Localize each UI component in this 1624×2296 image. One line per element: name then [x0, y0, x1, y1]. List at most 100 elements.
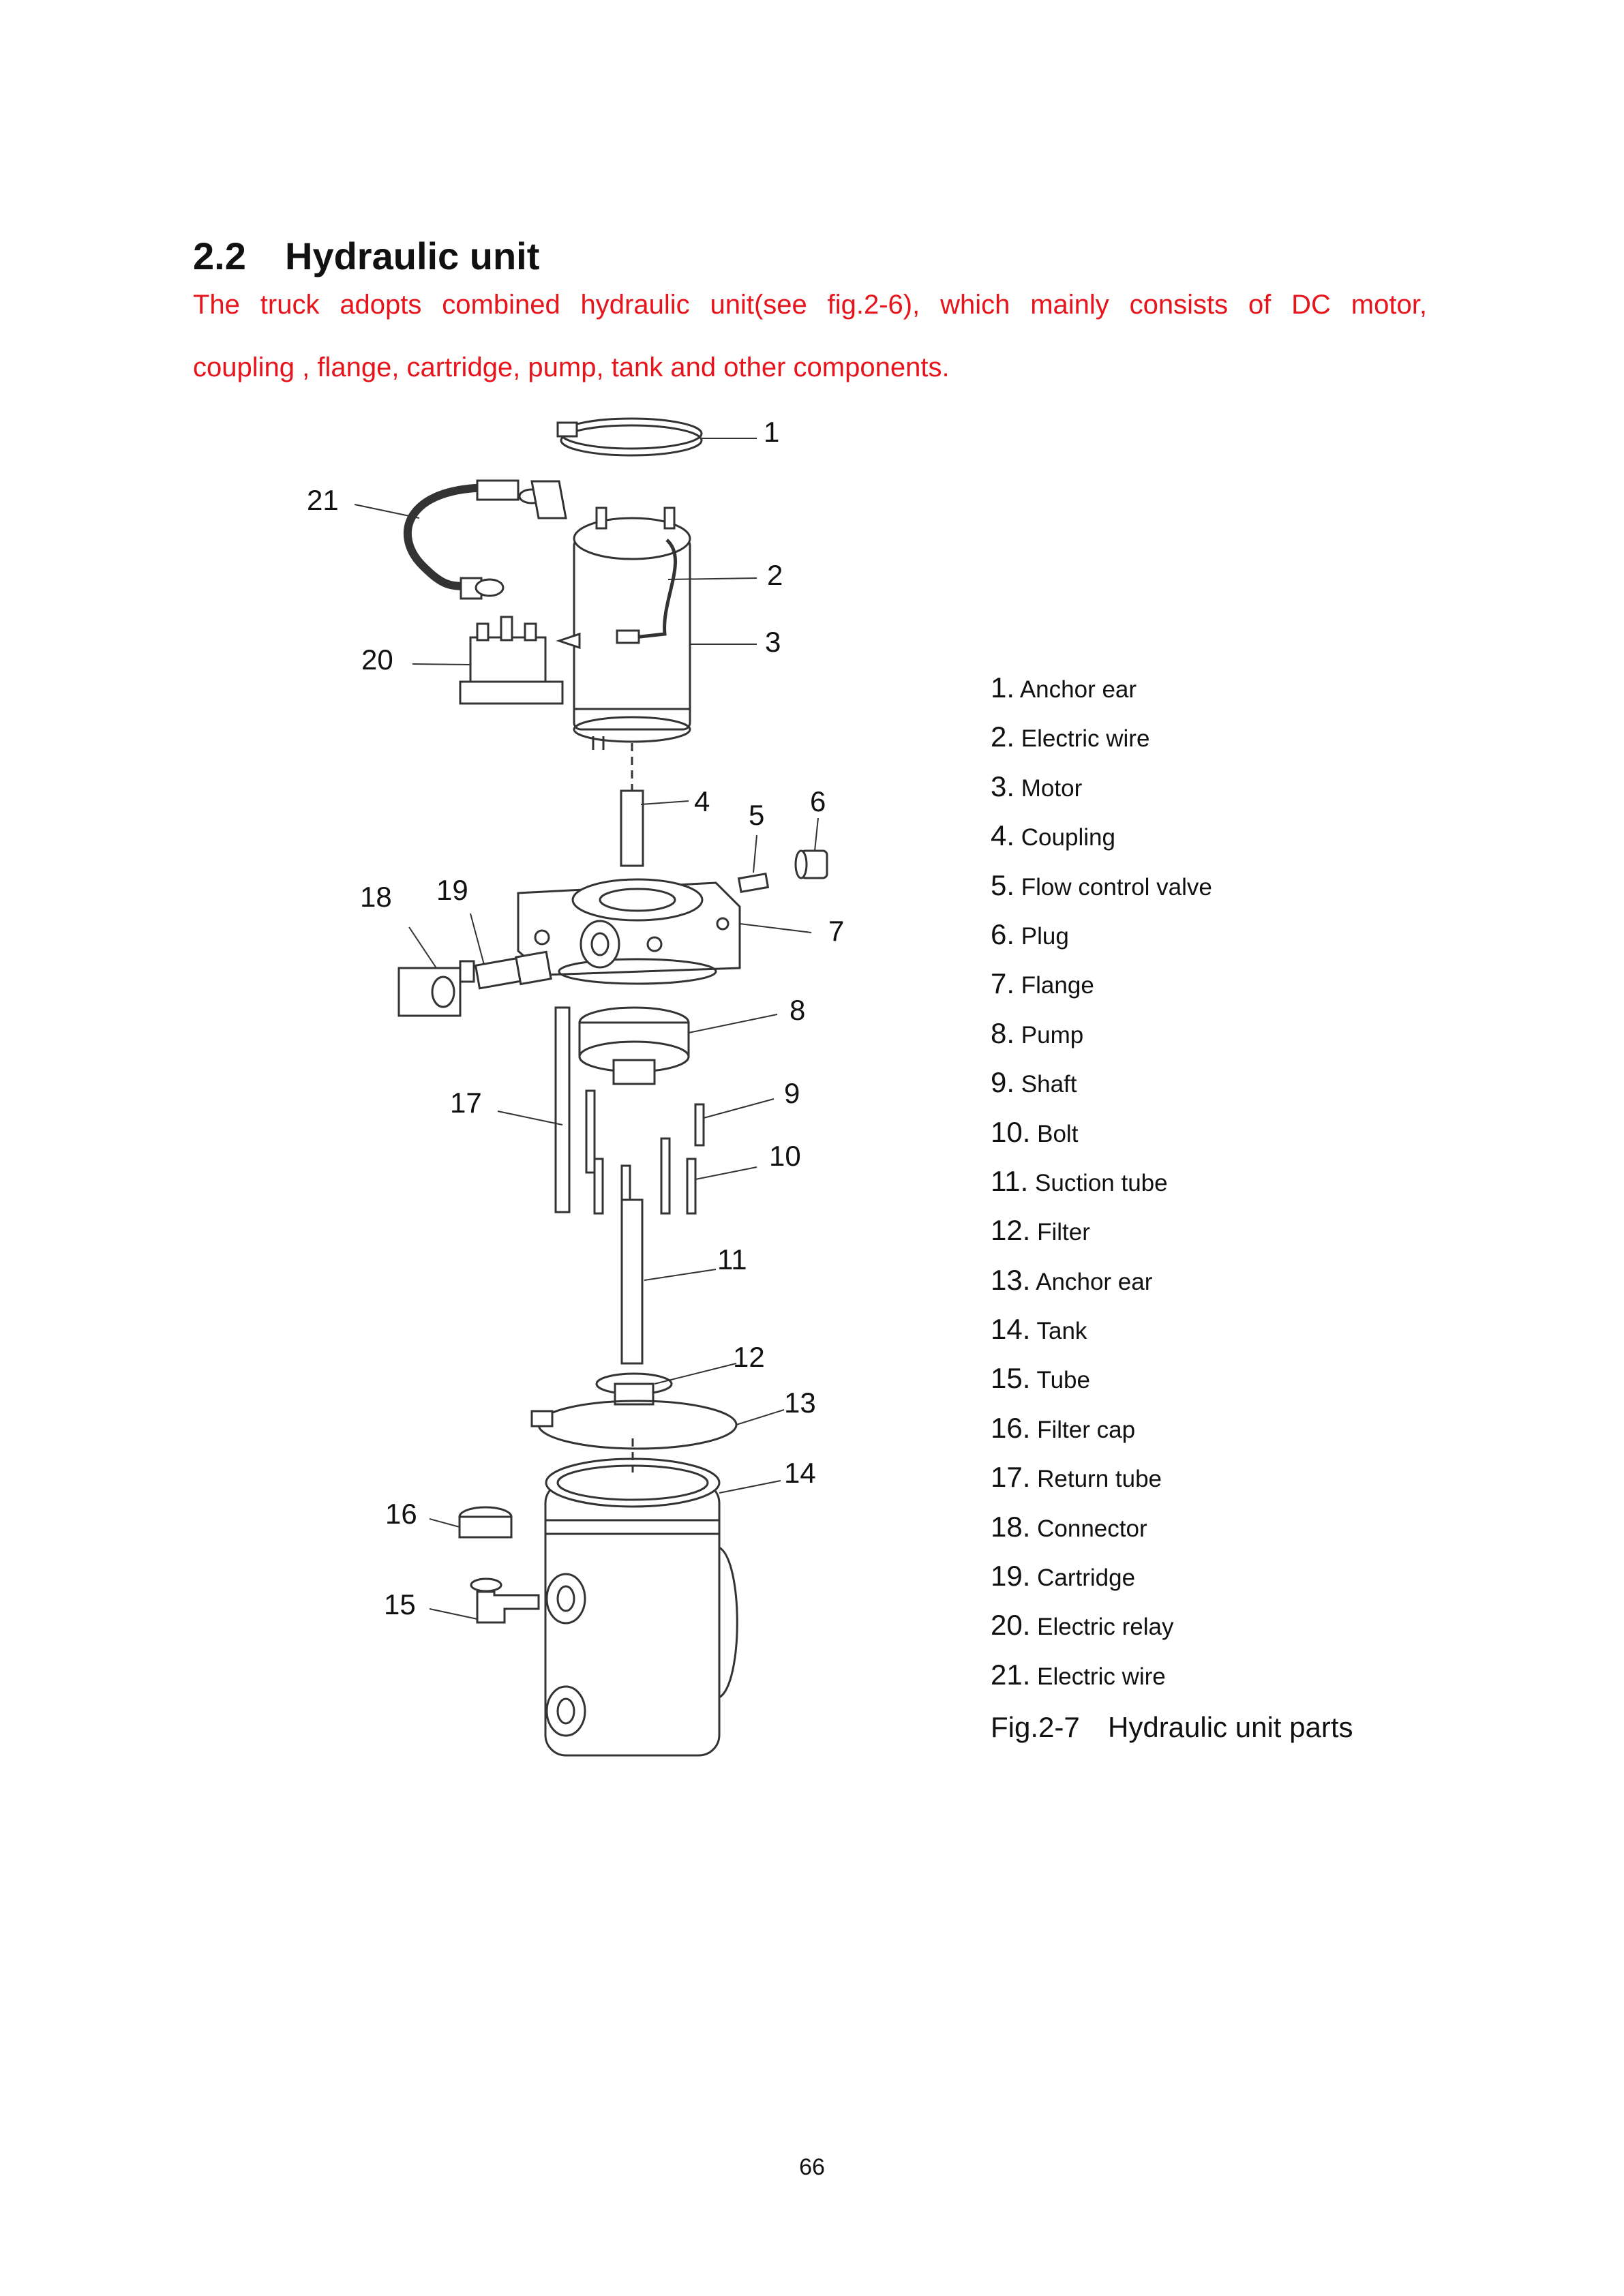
callout-5: 5	[749, 799, 764, 831]
callout-9: 9	[784, 1077, 800, 1109]
part-item: 21. Electric wire	[991, 1658, 1212, 1710]
connector	[397, 960, 475, 1017]
part-item: 2. Electric wire	[991, 723, 1212, 772]
callout-4: 4	[694, 785, 710, 817]
part-name: Flange	[1021, 972, 1094, 999]
part-name: Motor	[1021, 774, 1083, 802]
intro-word: adopts	[340, 290, 422, 320]
part-item: 8. Pump	[991, 1016, 1212, 1068]
callout-7: 7	[828, 915, 844, 947]
part-item: 11. Suction tube	[991, 1166, 1212, 1216]
intro-word: combined	[442, 290, 560, 320]
filter	[595, 1372, 673, 1406]
part-number: 4.	[991, 819, 1015, 852]
part-number: 16.	[991, 1411, 1031, 1444]
part-name: Pump	[1021, 1021, 1084, 1048]
part-name: Filter cap	[1037, 1416, 1136, 1443]
intro-word: mainly	[1030, 290, 1109, 320]
part-name: Shaft	[1021, 1071, 1077, 1098]
coupling	[620, 789, 644, 867]
part-name: Suction tube	[1035, 1169, 1168, 1196]
part-number: 12.	[991, 1214, 1031, 1247]
callout-3: 3	[765, 626, 781, 658]
callout-1: 1	[764, 416, 779, 448]
cartridge	[474, 950, 552, 990]
callout-12: 12	[733, 1341, 765, 1373]
intro-word: which	[940, 290, 1010, 320]
anchor-ear-lower	[530, 1400, 738, 1450]
part-item: 19. Cartridge	[991, 1562, 1212, 1611]
part-number: 21.	[991, 1658, 1031, 1691]
figure-number: Fig.2-7	[991, 1711, 1080, 1743]
page-number: 66	[799, 2154, 825, 2180]
elbow-tube	[470, 1577, 540, 1624]
part-item: 18. Connector	[991, 1512, 1212, 1562]
part-number: 19.	[991, 1560, 1031, 1592]
part-item: 16. Filter cap	[991, 1411, 1212, 1463]
part-name: Tube	[1036, 1367, 1090, 1394]
intro-word: DC	[1291, 290, 1331, 320]
flange	[517, 878, 741, 985]
part-item: 7. Flange	[991, 969, 1212, 1018]
part-name: Plug	[1021, 922, 1069, 950]
intro-word: of	[1248, 290, 1272, 320]
callout-11: 11	[717, 1243, 747, 1275]
part-number: 20.	[991, 1609, 1031, 1642]
part-number: 14.	[991, 1313, 1031, 1346]
part-name: Bolt	[1037, 1120, 1079, 1147]
callout-21: 21	[307, 484, 339, 516]
part-name: Electric wire	[1037, 1663, 1166, 1690]
part-number: 6.	[991, 918, 1015, 950]
part-number: 15.	[991, 1362, 1031, 1395]
section-number: 2.2	[193, 234, 246, 277]
bolts	[585, 1089, 705, 1222]
intro-line-2: coupling , flange, cartridge, pump, tank…	[193, 352, 950, 382]
part-name: Connector	[1037, 1515, 1147, 1542]
callout-14: 14	[784, 1457, 816, 1489]
suction-tube	[620, 1198, 644, 1365]
part-item: 13. Anchor ear	[991, 1263, 1212, 1315]
electric-relay	[459, 616, 581, 705]
part-number: 3.	[991, 770, 1015, 802]
intro-word: truck	[260, 290, 320, 320]
plug	[794, 849, 828, 879]
intro-word: unit(see	[710, 290, 807, 320]
callout-19: 19	[436, 874, 468, 906]
part-number: 5.	[991, 868, 1015, 901]
callout-18: 18	[360, 881, 392, 913]
callout-8: 8	[790, 994, 805, 1026]
part-item: 6. Plug	[991, 920, 1212, 969]
part-name: Tank	[1036, 1318, 1087, 1345]
part-name: Return tube	[1037, 1466, 1162, 1493]
part-item: 1. Anchor ear	[991, 674, 1212, 723]
electric-wire-upper	[403, 483, 519, 590]
part-item: 3. Motor	[991, 772, 1212, 821]
part-number: 17.	[991, 1461, 1031, 1494]
electric-wire-motor	[633, 539, 677, 639]
callout-16: 16	[385, 1498, 417, 1530]
anchor-ear-top	[556, 417, 703, 457]
part-item: 15. Tube	[991, 1364, 1212, 1413]
leader-lines	[354, 438, 819, 1620]
intro-word: consists	[1129, 290, 1229, 320]
part-name: Filter	[1037, 1219, 1090, 1246]
part-number: 8.	[991, 1016, 1015, 1049]
filter-cap	[458, 1506, 513, 1539]
callout-labels: 1 2 3 4 5 6 7 8 9 10 11 12 13 14 15 16 1…	[307, 416, 844, 1620]
part-number: 9.	[991, 1066, 1015, 1099]
part-number: 13.	[991, 1263, 1031, 1296]
callout-2: 2	[767, 559, 783, 591]
callout-20: 20	[361, 644, 393, 676]
part-item: 10. Bolt	[991, 1117, 1212, 1167]
part-name: Anchor ear	[1019, 676, 1137, 703]
callout-13: 13	[784, 1387, 816, 1419]
intro-word: fig.2-6),	[827, 290, 920, 320]
callout-6: 6	[810, 785, 826, 817]
part-number: 1.	[991, 671, 1015, 704]
